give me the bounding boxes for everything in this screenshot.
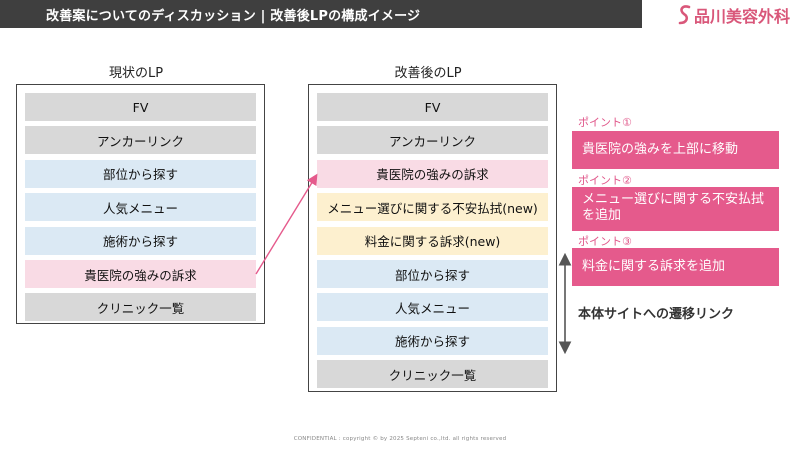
transition-link-note: 本体サイトへの遷移リンク	[578, 307, 735, 322]
brand-logo-text: 品川美容外科	[694, 7, 791, 26]
improved-section-item: 施術から探す	[317, 326, 548, 355]
footer-copyright: CONFIDENTIAL : copyright © by 2025 Septe…	[293, 436, 507, 442]
current-lp-frame: FV アンカーリンク部位から探す人気メニュー施術から探す貴医院の強みの訴求クリニッ…	[16, 84, 265, 324]
point-2-label: ポイント②	[578, 174, 632, 187]
point-3-box: 料金に関する訴求を追加	[572, 248, 779, 286]
current-section-item: クリニック一覧	[25, 293, 256, 322]
improved-lp-frame: FV アンカーリンク貴医院の強みの訴求メニュー選びに関する不安払拭(new) 料金に…	[308, 84, 557, 392]
improved-section-item: 人気メニュー	[317, 293, 548, 322]
current-section-item: 人気メニュー	[25, 193, 256, 222]
slide-title: 改善案についてのディスカッション | 改善後LPの構成イメージ	[46, 9, 421, 24]
current-section-item: アンカーリンク	[25, 126, 256, 155]
improved-section-item: 部位から探す	[317, 260, 548, 288]
brand-s-icon	[678, 5, 691, 25]
header-bar: 改善案についてのディスカッション | 改善後LPの構成イメージ	[0, 0, 642, 28]
point-1-box: 貴医院の強みを上部に移動	[572, 131, 779, 169]
improved-section-item: 貴医院の強みの訴求	[317, 159, 548, 188]
current-section-item: 部位から探す	[25, 159, 256, 188]
point-1-label: ポイント①	[578, 116, 632, 129]
current-section-item: 貴医院の強みの訴求	[25, 260, 256, 288]
point-2-box: メニュー選びに関する不安払拭を追加	[572, 187, 779, 231]
improved-section-item: FV	[317, 93, 548, 121]
current-section-item: FV	[25, 93, 256, 121]
current-lp-title: 現状のLP	[108, 66, 164, 81]
move-arrow	[255, 173, 318, 275]
improved-lp-title: 改善後のLP	[394, 66, 462, 81]
improved-section-item: クリニック一覧	[317, 360, 548, 389]
improved-section-item: 料金に関する訴求(new)	[317, 226, 548, 255]
improved-section-item: アンカーリンク	[317, 126, 548, 155]
point-3-label: ポイント③	[578, 235, 632, 248]
improved-section-item: メニュー選びに関する不安払拭(new)	[317, 193, 548, 222]
brand-logo: 品川美容外科	[678, 3, 790, 27]
current-section-item: 施術から探す	[25, 226, 256, 255]
